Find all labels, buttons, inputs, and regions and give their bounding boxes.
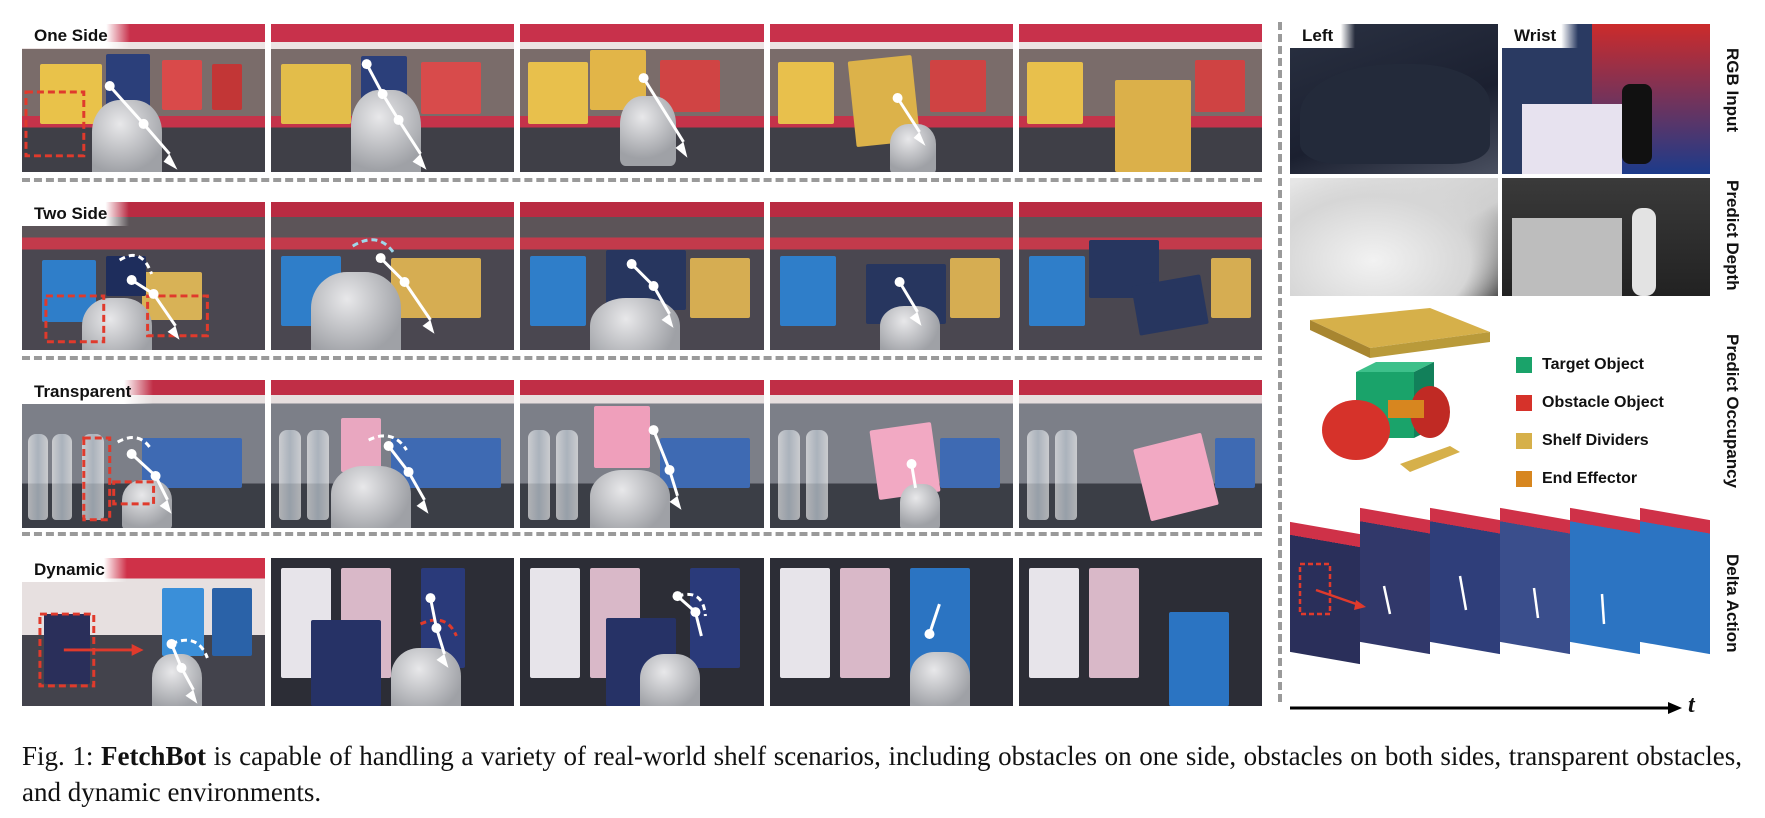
scene-label-two-side: Two Side <box>22 202 130 226</box>
legend-item: Shelf Dividers <box>1516 422 1664 460</box>
legend-item: Target Object <box>1516 346 1664 384</box>
row-dynamic: Dynamic <box>22 558 1263 706</box>
legend-swatch <box>1516 395 1532 411</box>
legend-item: Obstacle Object <box>1516 384 1664 422</box>
row-transparent: Transparent <box>22 380 1263 528</box>
photo-two-side-4 <box>769 202 1013 350</box>
legend-swatch <box>1516 433 1532 449</box>
photo-one-side-4 <box>769 24 1013 172</box>
row-label-delta-action: Delta Action <box>1723 554 1742 653</box>
trajectory-overlay <box>24 81 178 170</box>
trajectory-overlay <box>627 259 674 328</box>
panel-separator <box>1278 22 1282 702</box>
legend-swatch <box>1516 471 1532 487</box>
trajectory-overlay <box>352 238 435 334</box>
scene-label-one-side: One Side <box>22 24 130 48</box>
photo-two-side-3 <box>520 202 764 350</box>
trajectory-overlay <box>906 458 917 489</box>
view-label-wrist: Wrist <box>1502 24 1579 48</box>
row-label-predict-occupancy: Predict Occupancy <box>1723 334 1742 489</box>
photo-dynamic-1: Dynamic <box>22 558 266 706</box>
legend-label: End Effector <box>1542 470 1638 487</box>
photo-transparent-3 <box>520 380 764 528</box>
photo-two-side-5 <box>1018 202 1263 350</box>
pipeline-panel: Left Wrist Target Object Obstacle Ob <box>1290 24 1710 718</box>
occupancy-legend: Target Object Obstacle Object Shelf Divi… <box>1516 346 1664 498</box>
time-axis-arrow <box>1290 702 1682 714</box>
trajectory-overlay <box>894 276 922 326</box>
photo-dynamic-5 <box>1018 558 1263 706</box>
depth-wrist-image <box>1502 178 1710 296</box>
row-label-predict-depth: Predict Depth <box>1723 180 1742 291</box>
trajectory-overlay <box>892 93 926 146</box>
trajectory-overlay <box>368 434 429 514</box>
row-separator <box>22 356 1262 360</box>
time-axis-label: t <box>1688 692 1695 718</box>
photo-transparent-1: Transparent <box>22 380 266 528</box>
view-label-left: Left <box>1290 24 1356 48</box>
photo-dynamic-3 <box>520 558 764 706</box>
trajectory-overlay <box>38 612 209 704</box>
caption-bold: FetchBot <box>100 741 206 771</box>
photo-dynamic-2 <box>271 558 515 706</box>
trajectory-overlay <box>672 591 708 637</box>
photo-transparent-4 <box>769 380 1013 528</box>
legend-label: Target Object <box>1542 356 1644 373</box>
photo-one-side-2 <box>271 24 515 172</box>
photo-transparent-5 <box>1018 380 1263 528</box>
trajectory-overlay <box>648 425 682 510</box>
delta-arrows <box>1298 562 1606 625</box>
legend-label: Obstacle Object <box>1542 394 1664 411</box>
depth-left-image <box>1290 178 1498 296</box>
occupancy-render <box>1310 308 1490 472</box>
delta-action-frames <box>1290 507 1710 714</box>
legend-item: End Effector <box>1516 460 1664 498</box>
scene-label-dynamic: Dynamic <box>22 558 127 582</box>
row-separator <box>22 532 1262 536</box>
photo-two-side-2 <box>271 202 515 350</box>
photo-dynamic-4 <box>769 558 1013 706</box>
caption-text: is capable of handling a variety of real… <box>22 741 1743 807</box>
caption-prefix: Fig. 1: <box>22 741 94 771</box>
trajectory-overlay <box>639 73 688 158</box>
trajectory-overlay <box>361 59 427 170</box>
trajectory-overlay <box>44 253 209 344</box>
trajectory-overlay <box>924 603 941 639</box>
trajectory-overlay <box>82 436 172 522</box>
scenario-grid: One Side <box>22 24 1263 706</box>
rgb-wrist-image: Wrist <box>1502 24 1710 174</box>
row-label-rgb-input: RGB Input <box>1723 48 1742 133</box>
legend-swatch <box>1516 357 1532 373</box>
row-separator <box>22 178 1262 182</box>
photo-one-side-3 <box>520 24 764 172</box>
scene-label-transparent: Transparent <box>22 380 154 404</box>
row-two-side: Two Side <box>22 202 1263 350</box>
photo-one-side-5 <box>1018 24 1263 172</box>
trajectory-overlay <box>420 593 458 668</box>
figure-caption: Fig. 1: FetchBot is capable of handling … <box>22 738 1742 810</box>
photo-two-side-1: Two Side <box>22 202 266 350</box>
legend-label: Shelf Dividers <box>1542 432 1649 449</box>
photo-transparent-2 <box>271 380 515 528</box>
rgb-left-image: Left <box>1290 24 1498 174</box>
row-one-side: One Side <box>22 24 1263 172</box>
photo-one-side-1: One Side <box>22 24 266 172</box>
